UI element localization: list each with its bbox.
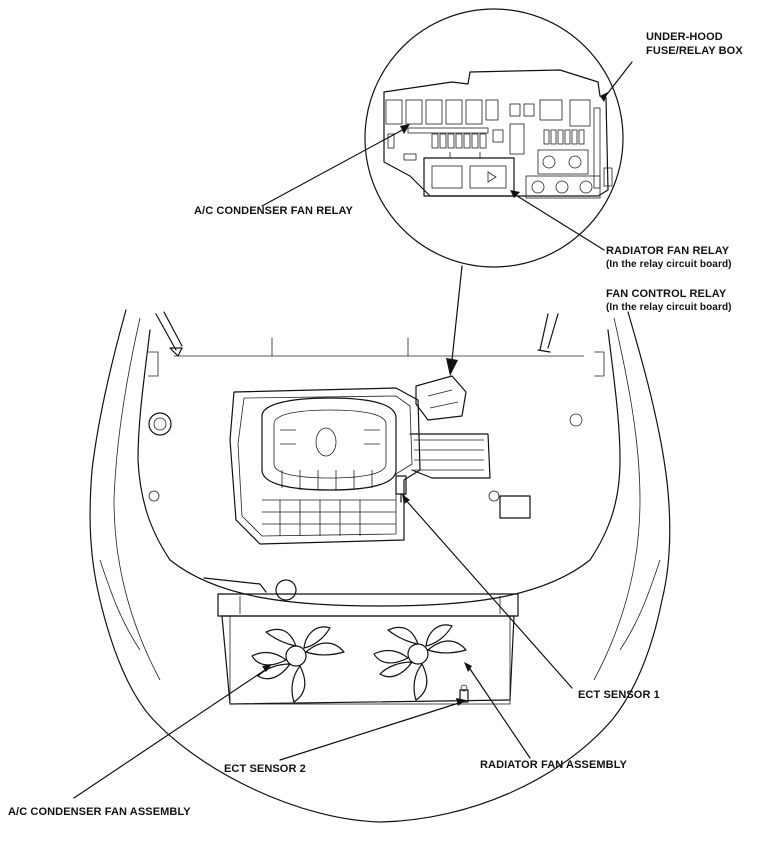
label-fan-control-relay: FAN CONTROL RELAY bbox=[606, 288, 727, 300]
label-radiator-fan-relay: RADIATOR FAN RELAY bbox=[606, 245, 730, 257]
ac-condenser-fan bbox=[251, 626, 345, 703]
engine bbox=[229, 375, 491, 545]
label-fuse-relay-box: FUSE/RELAY BOX bbox=[646, 45, 743, 57]
radiator-fan bbox=[373, 624, 467, 701]
fuse-row-top bbox=[385, 99, 591, 127]
relay-circuit-board bbox=[423, 152, 515, 197]
label-radiator-fan-relay-note: (In the relay circuit board) bbox=[606, 259, 732, 270]
small-fuse-row bbox=[387, 129, 585, 149]
ect-sensor-2 bbox=[459, 684, 469, 703]
label-ac-condenser-fan-assembly: A/C CONDENSER FAN ASSEMBLY bbox=[8, 806, 191, 818]
leader-lines bbox=[73, 61, 633, 799]
label-ect-sensor-2: ECT SENSOR 2 bbox=[224, 763, 306, 775]
label-under-hood: UNDER-HOOD bbox=[646, 31, 723, 43]
fuse-relay-box-detail bbox=[364, 8, 624, 268]
label-ac-condenser-fan-relay: A/C CONDENSER FAN RELAY bbox=[194, 205, 354, 217]
vehicle-front bbox=[89, 309, 671, 823]
label-radiator-fan-assembly: RADIATOR FAN ASSEMBLY bbox=[480, 759, 628, 771]
ect-sensor-1 bbox=[395, 475, 407, 503]
radiator-assembly bbox=[203, 577, 519, 705]
label-ect-sensor-1: ECT SENSOR 1 bbox=[578, 689, 660, 701]
label-fan-control-relay-note: (In the relay circuit board) bbox=[606, 302, 732, 313]
